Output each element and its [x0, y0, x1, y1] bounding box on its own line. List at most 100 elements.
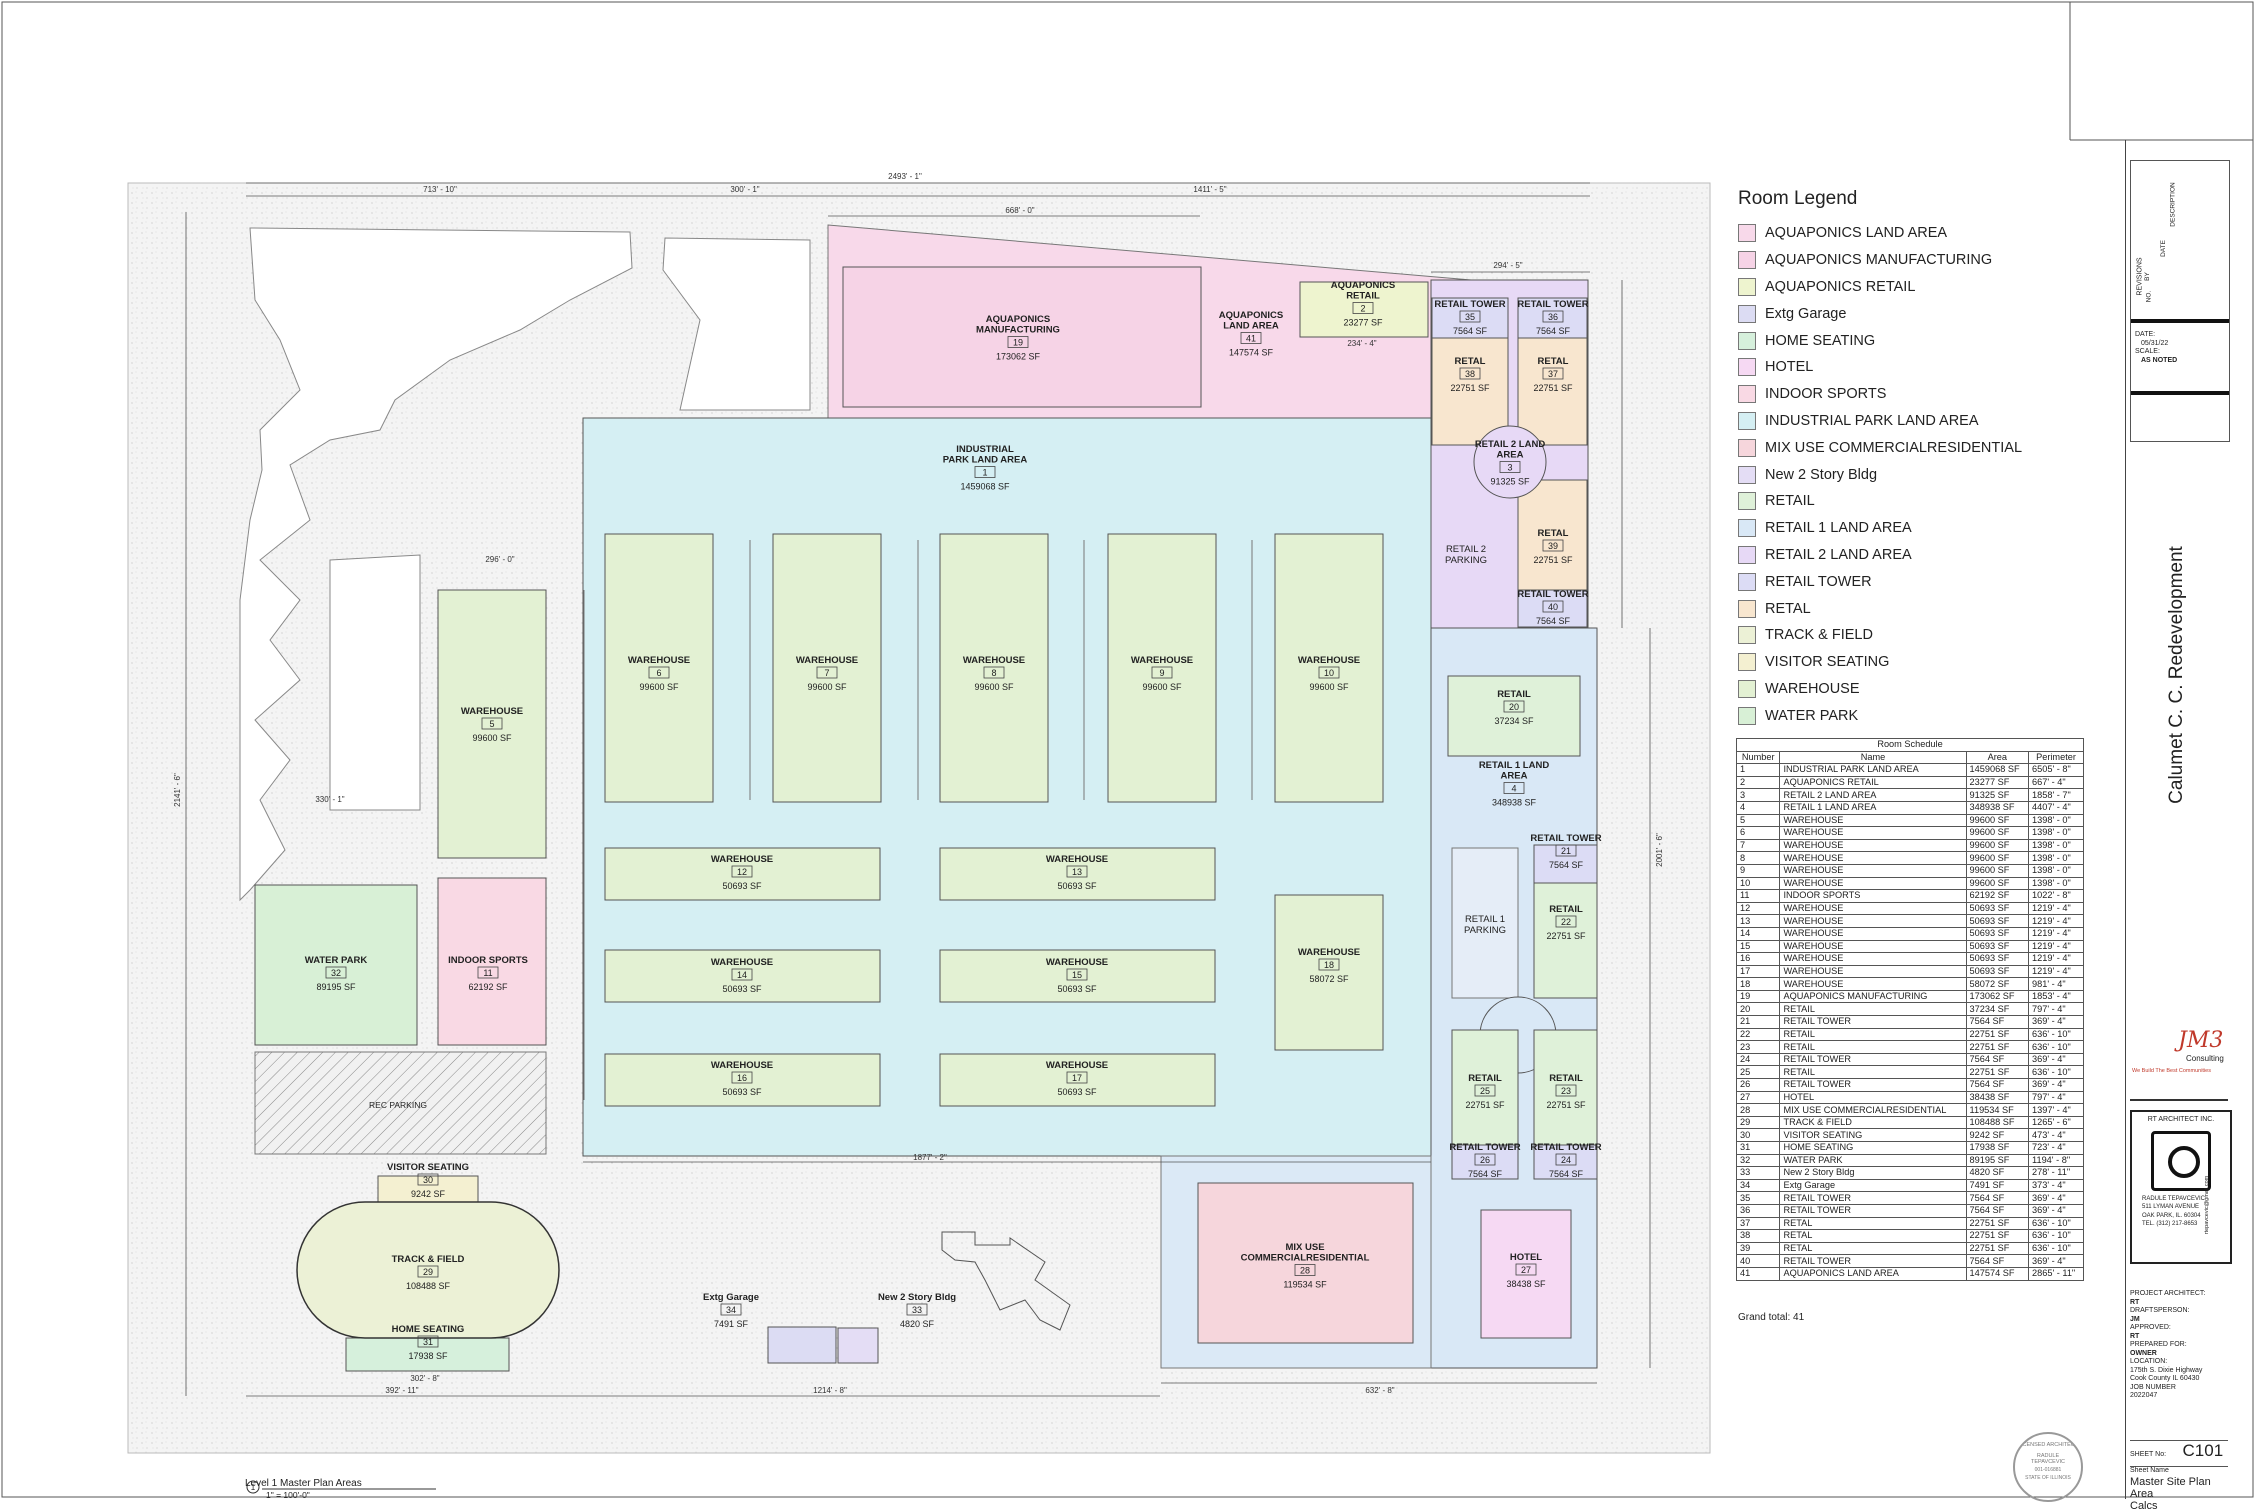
sheet-no: C101: [2182, 1441, 2224, 1460]
schedule-cell-number: 31: [1735, 1141, 1781, 1155]
extg-garage-shape: [767, 1326, 837, 1364]
schedule-cell-name: RETAIL TOWER: [1779, 1052, 1967, 1067]
schedule-cell-name: RETAIL 2 LAND AREA: [1779, 788, 1967, 802]
schedule-cell-number: 36: [1735, 1203, 1781, 1218]
existing-building-outline: [941, 1231, 1071, 1331]
room-name: RETAIL TOWER: [1517, 589, 1588, 600]
legend-label: RETAIL 2 LAND AREA: [1765, 546, 1912, 563]
room-area: 99600 SF: [1142, 682, 1182, 692]
room-area: 22751 SF: [1450, 383, 1490, 393]
room-number-box: [1542, 310, 1564, 323]
room-number: 4: [1511, 784, 1516, 794]
retail-tower-36-shape: [1517, 297, 1588, 339]
schedule-cell-number: 1: [1735, 763, 1781, 777]
room-area: 50693 SF: [1057, 1087, 1097, 1097]
schedule-cell-area: 50693 SF: [1965, 901, 2030, 916]
schedule-cell-perimeter: 473' - 4": [2028, 1128, 2084, 1142]
room-area: 58072 SF: [1309, 974, 1349, 984]
schedule-cell-name: WAREHOUSE: [1779, 939, 1967, 954]
legend-label: TRACK & FIELD: [1765, 627, 1873, 644]
room-area: 1459068 SF: [960, 482, 1010, 492]
room-area: 7564 SF: [1468, 1169, 1503, 1179]
room-number-box: [1555, 915, 1577, 928]
legend-label: WAREHOUSE: [1765, 680, 1860, 697]
legend-swatch: [1738, 519, 1756, 538]
legend-swatch: [1738, 411, 1756, 430]
schedule-cell-perimeter: 1398' - 0": [2028, 851, 2084, 865]
legend-label: RETAIL TOWER: [1765, 573, 1872, 590]
retail-1-parking-shape: [1451, 847, 1519, 999]
draftsperson-label: DRAFTSPERSON:: [2130, 1307, 2190, 1314]
room-name: VISITOR SEATING: [387, 1162, 469, 1173]
room-number: 1: [982, 468, 987, 478]
schedule-cell-number: 2: [1735, 775, 1781, 790]
schedule-cell-number: 17: [1735, 964, 1781, 979]
legend-item: AQUAPONICS RETAIL: [1738, 274, 2038, 301]
room-number-box: [1318, 666, 1340, 679]
firm-logo-circle: [2168, 1145, 2200, 1178]
schedule-cell-perimeter: 1398' - 0": [2028, 863, 2084, 878]
schedule-cell-area: 22751 SF: [1965, 1229, 2030, 1243]
schedule-cell-perimeter: 1194' - 8": [2028, 1153, 2084, 1168]
schedule-cell-name: AQUAPONICS RETAIL: [1779, 775, 1967, 790]
room-number-box: [1555, 1084, 1577, 1097]
schedule-cell-perimeter: 1022' - 8": [2028, 889, 2084, 903]
legend-item: HOTEL: [1738, 354, 2038, 381]
room-number-box: [1066, 1071, 1088, 1084]
legend-swatch: [1738, 679, 1756, 698]
schedule-cell-perimeter: 636' - 10": [2028, 1216, 2084, 1231]
dim-total-height: 2141' - 6": [173, 773, 182, 807]
legend-item: RETAIL 2 LAND AREA: [1738, 542, 2038, 569]
schedule-cell-perimeter: 373' - 4": [2028, 1178, 2084, 1193]
schedule-cell-perimeter: 369' - 4": [2028, 1052, 2084, 1067]
schedule-cell-area: 22751 SF: [1965, 1216, 2030, 1231]
legend-item: RETAL: [1738, 595, 2038, 622]
schedule-cell-number: 32: [1735, 1153, 1781, 1168]
room-number-box: [417, 1173, 439, 1186]
schedule-cell-name: WAREHOUSE: [1779, 876, 1967, 891]
firm-addr1: 511 LYMAN AVENUE: [2142, 1204, 2200, 1210]
schedule-cell-area: 99600 SF: [1965, 863, 2030, 878]
legend-swatch: [1738, 626, 1756, 645]
aquaponics-manufacturing-shape: [842, 266, 1202, 408]
schedule-cell-area: 1459068 SF: [1965, 763, 2030, 777]
room-area: 7564 SF: [1536, 616, 1571, 626]
room-area: 50693 SF: [1057, 881, 1097, 891]
schedule-cell-number: 14: [1735, 926, 1781, 941]
schedule-cell-area: 99600 SF: [1965, 851, 2030, 865]
logo-jm3-sub1: Consulting: [2186, 1054, 2224, 1063]
schedule-cell-number: 8: [1735, 851, 1781, 865]
cleared-area-lower: [329, 554, 421, 811]
location-line1: 175th S. Dixie Highway: [2130, 1366, 2203, 1374]
schedule-cell-perimeter: 1398' - 0": [2028, 813, 2084, 828]
visitor-seating-shape: [377, 1175, 479, 1205]
schedule-cell-name: WATER PARK: [1779, 1153, 1967, 1168]
logo-jm3: JM3 Consulting We Build The Best Communi…: [2130, 1028, 2228, 1078]
title-block: REVISIONS NO. BY DATE DESCRIPTION DATE: …: [2125, 140, 2232, 1512]
schedule-cell-number: 30: [1735, 1128, 1781, 1142]
legend-swatch: [1738, 304, 1756, 323]
legend-label: INDOOR SPORTS: [1765, 386, 1887, 403]
schedule-cell-number: 15: [1735, 939, 1781, 954]
revisions-rule: [2131, 319, 2229, 323]
room-area: 22751 SF: [1533, 555, 1573, 565]
approved: RT: [2130, 1332, 2140, 1340]
